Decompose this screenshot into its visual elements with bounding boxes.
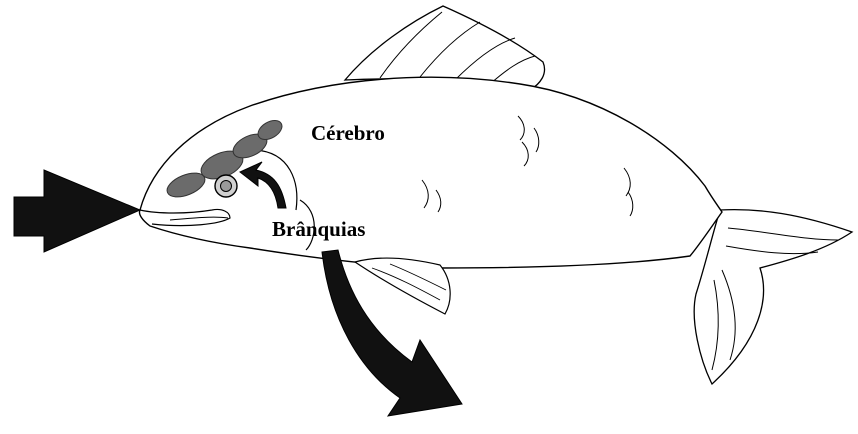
tail-fin [694,210,852,384]
gills-label: Brânquias [272,219,365,240]
pectoral-fin [355,258,450,314]
eye [215,175,237,197]
brain-label: Cérebro [311,123,385,144]
arrow-right-icon [14,170,140,252]
